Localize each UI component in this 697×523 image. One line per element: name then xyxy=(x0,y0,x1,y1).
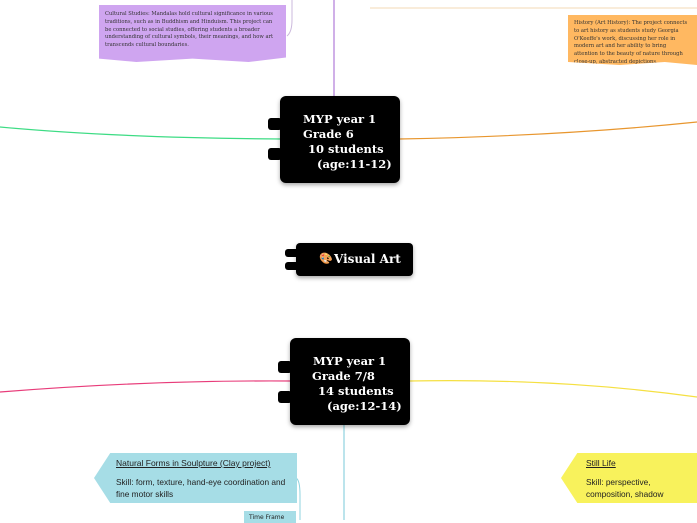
topic-title: Still Life xyxy=(586,458,616,468)
branch-line-orange xyxy=(398,121,697,140)
node-handle[interactable] xyxy=(285,262,299,270)
node-line: Grade 6 xyxy=(303,127,354,141)
note-connector-purple xyxy=(286,0,293,37)
topic-skill: Skill: form, texture, hand-eye coordinat… xyxy=(116,477,286,499)
cultural-studies-text: Cultural Studies: Mandalas hold cultural… xyxy=(105,11,274,49)
branch-line-green xyxy=(0,126,283,140)
node-myp-year1-grade7-8[interactable]: MYP year 1 Grade 7/8 14 students (age:12… xyxy=(290,338,410,425)
node-line: (age:12-14) xyxy=(327,399,402,413)
node-line: 14 students xyxy=(318,384,394,398)
central-topic-title: Visual Art xyxy=(334,252,401,266)
branch-line-pink xyxy=(0,380,293,393)
history-note[interactable]: History (Art History): The project conne… xyxy=(568,15,697,65)
node-handle[interactable] xyxy=(285,249,299,257)
history-text: History (Art History): The project conne… xyxy=(574,20,688,65)
node-myp-year1-grade6[interactable]: MYP year 1 Grade 6 10 students (age:11-1… xyxy=(280,96,400,183)
node-line: (age:11-12) xyxy=(317,157,392,171)
cultural-studies-note[interactable]: Cultural Studies: Mandalas hold cultural… xyxy=(99,5,286,62)
palette-icon: 🎨 xyxy=(319,252,333,265)
topic-natural-forms[interactable]: Natural Forms in Soulpture (Clay project… xyxy=(94,453,297,503)
node-line: Grade 7/8 xyxy=(312,369,375,383)
time-frame-text: Time Frame xyxy=(249,514,285,521)
node-handle[interactable] xyxy=(278,391,292,403)
topic-skill: Skill: perspective, composition, shadow xyxy=(586,477,664,499)
node-line: 10 students xyxy=(308,142,384,156)
node-handle[interactable] xyxy=(278,361,292,373)
topic-still-life[interactable]: Still Life Skill: perspective, compositi… xyxy=(561,453,697,503)
time-frame-label[interactable]: Time Frame xyxy=(244,511,296,523)
node-line: MYP year 1 xyxy=(313,354,387,368)
node-line: MYP year 1 xyxy=(303,112,377,126)
node-handle[interactable] xyxy=(268,148,282,160)
branch-line-yellow xyxy=(408,380,697,398)
central-topic-visual-art[interactable]: 🎨 Visual Art xyxy=(296,243,413,276)
node-handle[interactable] xyxy=(268,118,282,130)
topic-title: Natural Forms in Soulpture (Clay project… xyxy=(116,458,271,468)
